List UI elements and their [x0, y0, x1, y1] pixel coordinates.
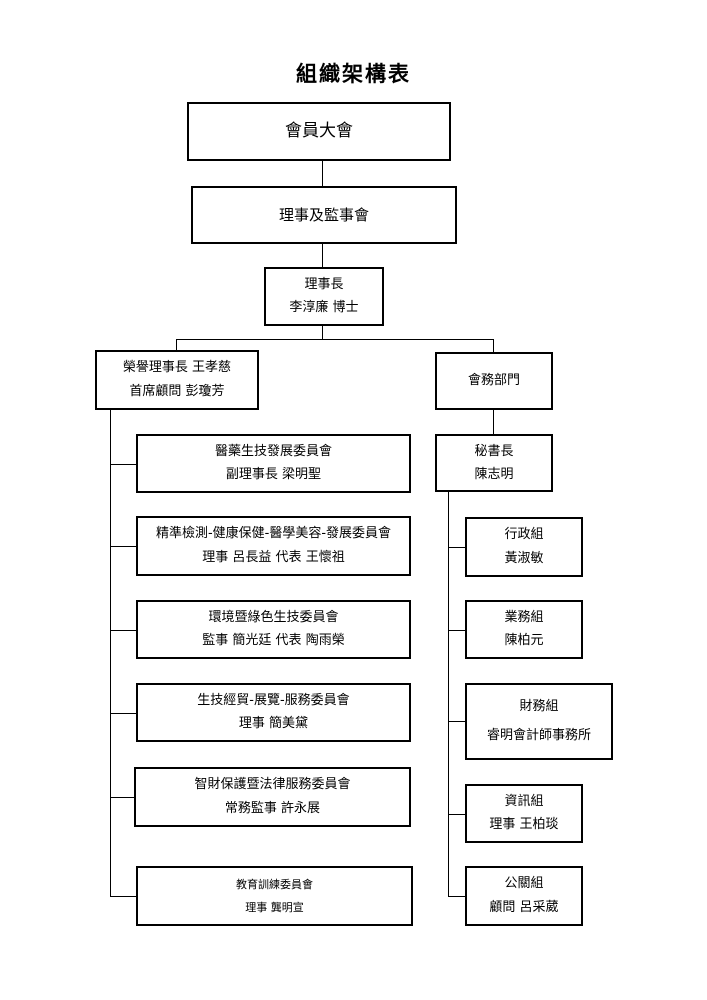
connector-line	[448, 492, 449, 896]
connector-line	[176, 339, 494, 340]
connector-line	[322, 244, 323, 267]
members-assembly-box: 會員大會	[187, 102, 451, 161]
committee-name: 智財保護暨法律服務委員會	[194, 777, 351, 793]
connector-line	[322, 161, 323, 186]
connector-line	[110, 797, 134, 798]
committee-box: 教育訓練委員會 理事 龔明宣	[136, 866, 413, 926]
connector-line	[110, 896, 136, 897]
connector-line	[448, 630, 465, 631]
group-box: 財務組 睿明會計師事務所	[465, 683, 613, 760]
connector-line	[110, 713, 136, 714]
affairs-label: 會務部門	[467, 373, 520, 389]
committee-leader: 理事 簡美黛	[238, 716, 309, 732]
connector-line	[110, 546, 136, 547]
committee-leader: 副理事長 梁明聖	[225, 467, 322, 483]
committee-name: 環境暨綠色生技委員會	[208, 609, 339, 625]
committee-box: 生技經貿-展覽-服務委員會 理事 簡美黛	[136, 683, 411, 742]
committee-leader: 監事 簡光廷 代表 陶雨榮	[202, 633, 345, 649]
group-name: 資訊組	[504, 793, 544, 809]
secretary-name: 陳志明	[474, 466, 514, 482]
honorary-box: 榮譽理事長 王孝慈 首席顧問 彭瓊芳	[95, 350, 259, 410]
connector-line	[493, 339, 494, 352]
connector-line	[110, 630, 136, 631]
group-name: 公關組	[504, 876, 544, 892]
committee-box: 醫藥生技發展委員會 副理事長 梁明聖	[136, 434, 411, 493]
connector-line	[110, 464, 136, 465]
group-box: 行政組 黃淑敏	[465, 517, 583, 577]
committee-leader: 理事 呂長益 代表 王懷祖	[202, 550, 345, 566]
committee-leader: 常務監事 許永展	[224, 801, 321, 817]
group-leader: 顧問 呂采葳	[489, 900, 559, 916]
connector-line	[448, 721, 465, 722]
committee-name: 生技經貿-展覽-服務委員會	[197, 692, 350, 708]
group-leader: 理事 王柏琰	[489, 817, 559, 833]
committee-name: 精準檢測-健康保健-醫學美容-發展委員會	[155, 526, 392, 542]
connector-line	[322, 326, 323, 339]
committee-leader: 理事 龔明宣	[245, 900, 304, 914]
secretary-box: 秘書長 陳志明	[435, 434, 553, 492]
affairs-box: 會務部門	[435, 352, 553, 410]
group-leader: 睿明會計師事務所	[486, 728, 591, 744]
board-label: 理事及監事會	[278, 206, 369, 224]
group-name: 業務組	[504, 609, 544, 625]
connector-line	[493, 410, 494, 434]
honorary-line1: 榮譽理事長 王孝慈	[122, 360, 232, 376]
connector-line	[110, 410, 111, 896]
board-box: 理事及監事會	[191, 186, 457, 244]
secretary-title: 秘書長	[474, 443, 514, 459]
chairman-title: 理事長	[304, 276, 344, 292]
connector-line	[176, 339, 177, 350]
group-box: 公關組 顧問 呂采葳	[465, 866, 583, 926]
committee-name: 醫藥生技發展委員會	[214, 443, 332, 459]
chart-title: 組織架構表	[296, 61, 411, 86]
committee-name: 教育訓練委員會	[236, 877, 313, 891]
members-assembly-label: 會員大會	[285, 121, 353, 142]
group-leader: 陳柏元	[504, 633, 544, 649]
connector-line	[448, 547, 465, 548]
group-name: 財務組	[519, 698, 559, 714]
group-box: 業務組 陳柏元	[465, 600, 583, 659]
chairman-box: 理事長 李淳廉 博士	[264, 267, 384, 326]
group-name: 行政組	[504, 527, 544, 543]
committee-box: 精準檢測-健康保健-醫學美容-發展委員會 理事 呂長益 代表 王懷祖	[136, 516, 411, 576]
committee-box: 環境暨綠色生技委員會 監事 簡光廷 代表 陶雨榮	[136, 600, 411, 659]
honorary-line2: 首席顧問 彭瓊芳	[129, 384, 225, 400]
group-box: 資訊組 理事 王柏琰	[465, 784, 583, 843]
connector-line	[448, 896, 465, 897]
chairman-name: 李淳廉 博士	[289, 300, 359, 316]
group-leader: 黃淑敏	[504, 551, 544, 567]
committee-box: 智財保護暨法律服務委員會 常務監事 許永展	[134, 767, 411, 827]
connector-line	[448, 814, 465, 815]
